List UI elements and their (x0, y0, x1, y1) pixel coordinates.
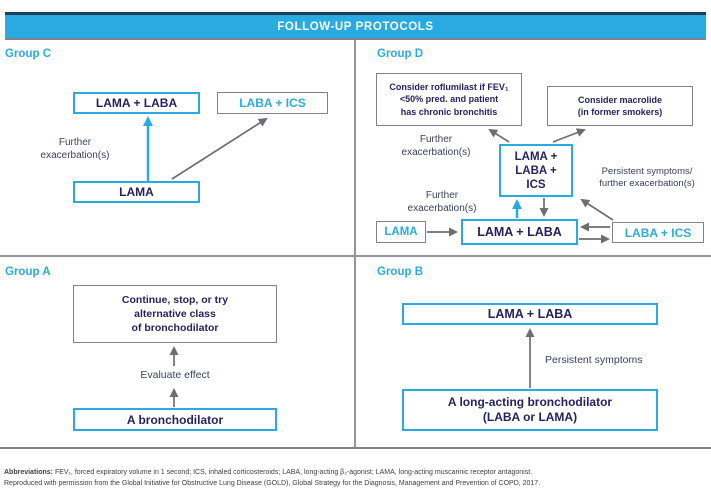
group-c-box-lama-laba: LAMA + LABA (73, 92, 200, 114)
group-a-box-continue-stop: Continue, stop, or try alternative class… (73, 285, 277, 343)
figure-title: FOLLOW-UP PROTOCOLS (277, 20, 434, 33)
divider-vertical (354, 40, 356, 448)
group-d-box-macrolide: Consider macrolide (in former smokers) (547, 86, 693, 126)
divider-bottom (0, 447, 711, 449)
group-c-box-laba-ics: LABA + ICS (217, 92, 328, 114)
group-d-box-lama-laba: LAMA + LABA (461, 219, 578, 245)
footnote-abbreviations: Abbreviations: FEV₁, forced expiratory v… (4, 469, 533, 476)
divider-horizontal (0, 255, 711, 257)
group-a-evaluate-effect-label: Evaluate effect (140, 369, 210, 381)
group-a-label: Group A (5, 266, 51, 278)
group-c-box-lama: LAMA (73, 181, 200, 203)
group-d-further-exacerbations-upper-label: Further exacerbation(s) (401, 134, 471, 158)
arrow-d-triple-to-macrolide (552, 128, 586, 143)
footnote-source: Reproduced with permission from the Glob… (4, 480, 541, 487)
group-a-box-bronchodilator: A bronchodilator (73, 408, 277, 431)
arrow-d-labaics-to-triple (580, 198, 614, 221)
group-b-box-long-acting-bronchodilator: A long-acting bronchodilator (LABA or LA… (402, 389, 658, 431)
group-d-box-lama-laba-ics: LAMA + LABA + ICS (499, 144, 573, 197)
group-c-further-exacerbations-label: Further exacerbation(s) (40, 137, 110, 161)
group-d-further-exacerbations-lower-label: Further exacerbation(s) (407, 190, 477, 214)
group-d-persistent-symptoms-label: Persistent symptoms/ further exacerbatio… (599, 166, 695, 189)
group-c-label: Group C (5, 48, 51, 60)
figure-footnote: Abbreviations: FEV₁, forced expiratory v… (4, 467, 709, 489)
group-d-box-lama: LAMA (376, 221, 426, 243)
figure-title-bar: FOLLOW-UP PROTOCOLS (5, 12, 706, 40)
group-d-label: Group D (377, 48, 423, 60)
group-d-box-roflumilast: Consider roflumilast if FEV₁ <50% pred. … (376, 73, 522, 126)
group-b-persistent-symptoms-label: Persistent symptoms (545, 354, 643, 366)
group-d-box-laba-ics: LABA + ICS (612, 222, 704, 243)
arrow-c-lama-to-labaics (171, 117, 268, 180)
group-b-label: Group B (377, 266, 423, 278)
group-b-box-lama-laba: LAMA + LABA (402, 303, 658, 325)
